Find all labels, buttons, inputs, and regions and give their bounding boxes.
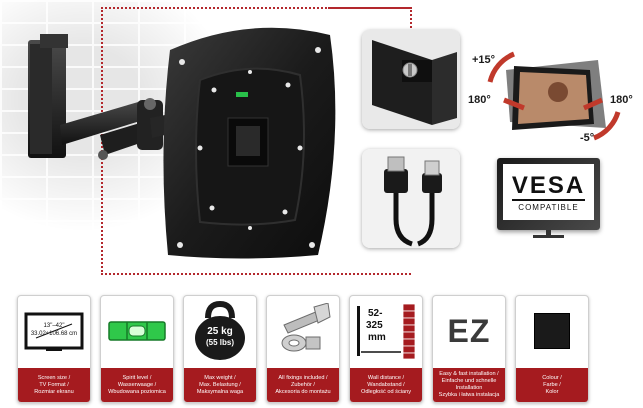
- feature-caption: All fixings included / Zubehör / Akcesor…: [267, 368, 339, 402]
- vesa-tv-stand: [546, 230, 551, 236]
- caption-line: Colour /: [542, 374, 562, 381]
- feature-spirit-level: Spirit level / Wasserwaage / Wbudowana p…: [100, 295, 174, 403]
- dotted-detail-frame-connector: [410, 7, 412, 43]
- vesa-title: VESA: [511, 171, 586, 201]
- caption-line: Max. Belastung /: [199, 381, 241, 388]
- caption-line: Maksymalna waga: [196, 388, 244, 395]
- wall-distance-unit: mm: [368, 332, 386, 343]
- caption-line: Odległość od ściany: [360, 388, 412, 395]
- kettlebell-icon: [195, 300, 245, 360]
- caption-line: Einfache und schnelle Installation: [441, 378, 497, 391]
- swivel-right-label: 180°: [610, 94, 633, 106]
- swivel-left-label: 180°: [468, 94, 491, 106]
- wall-plate: [28, 34, 68, 158]
- spirit-level-icon: [108, 321, 166, 341]
- tv-wall-mount-product-image: [28, 27, 336, 259]
- vesa-subtitle: COMPATIBLE: [518, 202, 579, 212]
- black-colour-swatch-icon: [534, 313, 570, 349]
- tilt-up-label: +15°: [472, 54, 496, 66]
- feature-fixings: All fixings included / Zubehör / Akcesor…: [266, 295, 340, 403]
- tilt-swivel-illustration: +15° 180° 180° -5°: [468, 40, 640, 155]
- tilt-down-label: -5°: [580, 132, 595, 144]
- screen-size-inch-text: 13"–42": [43, 323, 65, 329]
- wall-distance-icon-area: 52- 325 mm: [350, 296, 422, 366]
- screen-size-cm-text: 33.02÷106.68 cm: [30, 331, 78, 337]
- spirit-level-icon-area: [101, 296, 173, 366]
- max-weight-kg-text: 25 kg: [207, 326, 233, 337]
- feature-colour: Colour / Farbe / Kolor: [515, 295, 589, 403]
- vesa-screen: VESA COMPATIBLE: [503, 164, 594, 220]
- wall-distance-icon: [357, 303, 416, 360]
- easy-install-icon-area: EZ: [433, 296, 505, 366]
- caption-line: Rozmiar ekranu: [34, 388, 74, 395]
- caption-line: TV Format /: [39, 381, 69, 388]
- hdmi-cable-detail-image: [362, 149, 460, 248]
- feature-max-weight: 25 kg (55 lbs) Max weight / Max. Belastu…: [183, 295, 257, 403]
- feature-caption: Wall distance / Wandabstand / Odległość …: [350, 368, 422, 402]
- feature-caption: Colour / Farbe / Kolor: [516, 368, 588, 402]
- feature-caption: Spirit level / Wasserwaage / Wbudowana p…: [101, 368, 173, 402]
- max-weight-lbs-text: (55 lbs): [205, 338, 234, 347]
- tilted-tv-graphic: [487, 51, 621, 141]
- caption-line: Wall distance /: [367, 374, 405, 381]
- feature-wall-distance: 52- 325 mm Wall distance / Wandabstand /…: [349, 295, 423, 403]
- caption-line: Farbe /: [543, 381, 561, 388]
- caption-line: Wasserwaage /: [117, 381, 157, 388]
- feature-caption: Max weight / Max. Belastung / Maksymalna…: [184, 368, 256, 402]
- max-weight-icon-area: 25 kg (55 lbs): [184, 296, 256, 366]
- caption-line: Easy & fast installation /: [439, 371, 499, 377]
- tv-screen-icon: [24, 312, 84, 351]
- vesa-plate: [163, 27, 336, 259]
- ez-logo-text: EZ: [447, 312, 491, 349]
- feature-screen-size: 13"–42" 33.02÷106.68 cm Screen size / TV…: [17, 295, 91, 403]
- wall-distance-min: 52-: [368, 308, 383, 319]
- vesa-tv-frame: VESA COMPATIBLE: [497, 158, 600, 230]
- caption-line: Wandabstand /: [367, 381, 405, 388]
- caption-line: All fixings included /: [278, 374, 328, 381]
- fixings-icon-area: [267, 296, 339, 366]
- caption-line: Szybka i łatwa instalacja: [438, 392, 500, 398]
- wall-distance-max: 325: [366, 320, 383, 331]
- dotted-detail-frame-top: [328, 7, 412, 9]
- caption-line: Max weight /: [204, 374, 236, 381]
- feature-caption: Easy & fast installation / Einfache und …: [433, 368, 505, 402]
- caption-line: Zubehör /: [291, 381, 315, 388]
- caption-line: Screen size /: [37, 374, 71, 381]
- caption-line: Wbudowana poziomica: [108, 388, 166, 395]
- vesa-tv-base: [533, 235, 564, 238]
- caption-line: Spirit level /: [122, 374, 152, 381]
- caption-line: Akcesoria do montażu: [275, 388, 331, 395]
- feature-easy-install: EZ Easy & fast installation / Einfache u…: [432, 295, 506, 403]
- colour-icon-area: [516, 296, 588, 366]
- articulating-arm: [60, 98, 204, 160]
- bolt-detail-image: [362, 30, 460, 129]
- screw-and-washer-icon: [281, 303, 331, 352]
- feature-caption: Screen size / TV Format / Rozmiar ekranu: [18, 368, 90, 402]
- vesa-compatible-badge: VESA COMPATIBLE: [497, 158, 600, 238]
- caption-line: Kolor: [545, 388, 559, 395]
- screen-size-icon-area: 13"–42" 33.02÷106.68 cm: [18, 296, 90, 366]
